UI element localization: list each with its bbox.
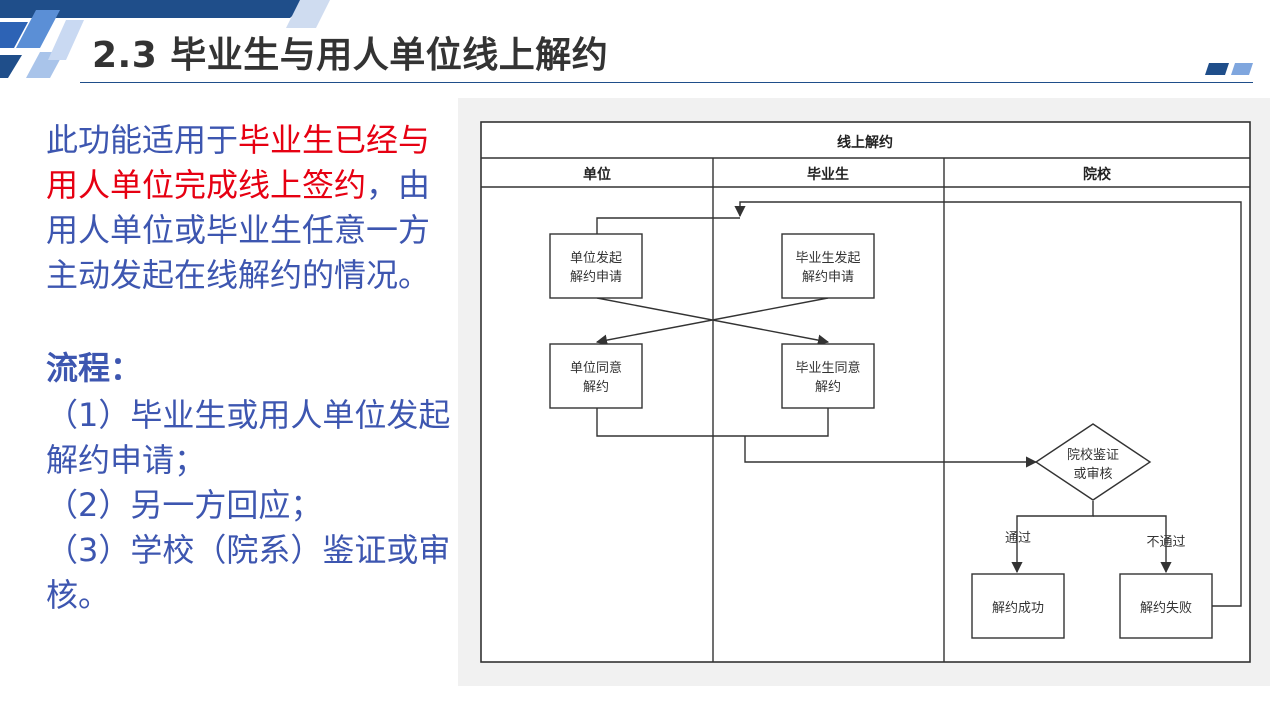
svg-text:解约申请: 解约申请 [570,270,622,285]
node-graduate-apply: 毕业生发起 解约申请 [781,233,875,299]
svg-text:或审核: 或审核 [1073,467,1112,482]
lane-header-school: 院校 [1083,166,1112,183]
node-fail: 解约失败 [1119,573,1213,639]
branch-connector-right [1093,515,1172,574]
svg-text:单位发起: 单位发起 [570,250,622,266]
title-divider [80,82,1253,83]
process-step-2: （2）另一方回应； [46,486,323,524]
corner-decoration [1205,63,1253,75]
intro-part-1: 此功能适用于 [46,121,239,159]
node-success: 解约成功 [971,573,1065,639]
header-decoration [0,0,330,78]
process-title: 流程： [46,349,143,387]
process-step-1: （1）毕业生或用人单位发起解约申请； [46,396,451,479]
merge-connector [596,408,829,437]
node-unit-apply: 单位发起 解约申请 [549,233,643,299]
svg-text:解约: 解约 [583,380,609,395]
process-step-3: （3）学校（院系）鉴证或审核。 [46,531,451,614]
lane-header-graduate: 毕业生 [807,166,849,183]
cross-connector-grad-to-unit [595,297,829,346]
to-review-connector [744,436,1038,468]
svg-text:毕业生同意: 毕业生同意 [795,360,860,376]
loop-top-connector [596,217,740,234]
fail-return-connector [734,201,1242,607]
svg-text:解约成功: 解约成功 [992,601,1044,616]
intro-part-2: ，由用人单位或毕业生任意一方主动发起在线解约的情况。 [46,166,431,294]
intro-text: 此功能适用于毕业生已经与用人单位完成线上签约，由用人单位或毕业生任意一方主动发起… [46,118,456,298]
edge-label-pass: 通过 [1005,531,1031,546]
svg-text:解约失败: 解约失败 [1140,601,1192,616]
flowchart: 线上解约 单位 毕业生 院校 单位发起 解约申请 毕业生发起 解约申请 单位同意… [480,121,1251,663]
svg-text:解约申请: 解约申请 [802,270,854,285]
svg-text:毕业生发起: 毕业生发起 [795,250,860,266]
slide-title: 2.3 毕业生与用人单位线上解约 [92,35,609,76]
diagram-title: 线上解约 [837,134,893,151]
node-unit-agree: 单位同意 解约 [549,343,643,409]
svg-text:解约: 解约 [815,380,841,395]
svg-text:院校鉴证: 院校鉴证 [1067,447,1119,463]
node-graduate-agree: 毕业生同意 解约 [781,343,875,409]
lane-header-unit: 单位 [583,166,611,183]
node-school-review-decision: 院校鉴证 或审核 [1034,423,1152,501]
svg-text:单位同意: 单位同意 [570,360,622,376]
branch-connector [1011,501,1094,574]
edge-label-reject: 不通过 [1146,535,1185,550]
intro-highlight: 毕业生已经与用人单位完成线上签约 [46,121,431,204]
description-panel: 此功能适用于毕业生已经与用人单位完成线上签约，由用人单位或毕业生任意一方主动发起… [46,118,456,618]
